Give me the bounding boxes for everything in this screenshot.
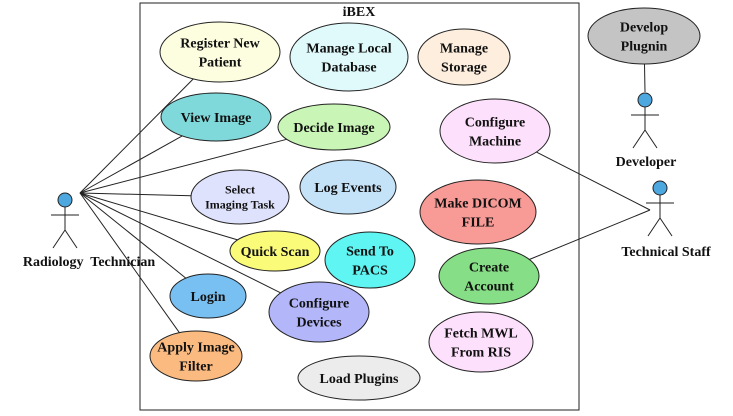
use-case-label: Fetch MWL xyxy=(444,327,517,342)
use-case-ellipse xyxy=(297,355,421,401)
association-radiology-technician-apply-image-filter xyxy=(79,192,180,333)
association-radiology-technician-register-new-patient xyxy=(79,78,194,194)
system-title: iBEX xyxy=(343,5,376,20)
use-case-label: Imaging Task xyxy=(205,198,275,212)
actor-label: Radiology Technician xyxy=(23,255,155,270)
use-case-label: Login xyxy=(190,290,225,305)
use-case-label: Select xyxy=(225,183,255,197)
use-case-log-events[interactable]: Log Events xyxy=(299,159,397,215)
use-case-ellipse xyxy=(149,330,243,382)
use-case-label: Configure xyxy=(289,297,349,312)
use-case-ellipse xyxy=(417,28,511,86)
use-case-label: Apply Image xyxy=(157,341,234,356)
use-case-label: Machine xyxy=(469,135,521,150)
use-case-label: Register New xyxy=(180,37,260,52)
actor-head-icon xyxy=(652,180,668,196)
use-case-ellipse xyxy=(159,21,281,83)
stick-figure-icon xyxy=(51,207,79,249)
association-technical-staff-create-account xyxy=(529,209,651,260)
use-case-label: Storage xyxy=(441,61,487,76)
use-case-ellipse xyxy=(299,159,397,215)
use-case-ellipse xyxy=(324,231,416,289)
use-case-label: Make DICOM xyxy=(434,197,522,212)
use-case-send-to-pacs[interactable]: Send To PACS xyxy=(324,231,416,289)
actors: Radiology Technician Technical Staff Devel… xyxy=(23,92,711,270)
use-case-make-dicom-file[interactable]: Make DICOM FILE xyxy=(419,179,537,245)
actor-technical-staff[interactable]: Technical Staff xyxy=(621,180,711,260)
use-case-ellipse xyxy=(277,103,391,151)
use-case-label: Develop xyxy=(620,21,668,36)
use-case-decide-image[interactable]: Decide Image xyxy=(277,103,391,151)
use-case-label: Create xyxy=(469,261,509,276)
use-case-quick-scan[interactable]: Quick Scan xyxy=(229,230,321,272)
association-radiology-technician-view-image xyxy=(79,135,183,194)
use-case-label: Patient xyxy=(199,56,242,71)
use-case-label: View Image xyxy=(181,111,252,126)
use-case-ellipse xyxy=(419,179,537,245)
association-radiology-technician-select-imaging-task xyxy=(79,192,192,197)
actor-developer[interactable]: Developer xyxy=(616,92,677,170)
use-case-label: Load Plugins xyxy=(320,372,400,387)
use-case-login[interactable]: Login xyxy=(169,273,247,319)
use-case-ellipse xyxy=(169,273,247,319)
use-case-label: Database xyxy=(321,61,376,76)
use-case-ellipse xyxy=(229,230,321,272)
actor-radiology-technician[interactable]: Radiology Technician xyxy=(23,192,155,270)
use-case-ellipse xyxy=(438,247,540,305)
use-case-label: Account xyxy=(464,280,514,295)
actor-label: Technical Staff xyxy=(621,245,711,260)
use-case-view-image[interactable]: View Image xyxy=(160,92,272,142)
use-case-label: From RIS xyxy=(451,346,511,361)
use-case-ellipse xyxy=(289,22,409,92)
use-case-label: PACS xyxy=(352,264,388,279)
stick-figure-icon xyxy=(646,195,674,237)
stick-figure-icon xyxy=(631,107,659,149)
use-case-ellipse xyxy=(439,98,551,164)
association-radiology-technician-decide-image xyxy=(79,138,287,194)
association-developer-develop-plugnin xyxy=(644,63,646,93)
use-case-ellipse xyxy=(268,281,370,343)
actor-label: Developer xyxy=(616,155,677,170)
use-case-label: Devices xyxy=(296,316,342,331)
association-radiology-technician-quick-scan xyxy=(79,192,238,241)
use-case-label: Plugnin xyxy=(621,40,668,55)
use-case-label: Manage xyxy=(440,42,488,57)
use-case-ellipse xyxy=(428,311,534,373)
use-case-label: Filter xyxy=(179,360,212,375)
actor-head-icon xyxy=(57,192,73,208)
association-lines xyxy=(79,63,651,333)
use-case-label: Quick Scan xyxy=(241,245,310,260)
use-case-label: Log Events xyxy=(314,181,382,196)
use-case-fetch-mwl-from-ris[interactable]: Fetch MWL From RIS xyxy=(428,311,534,373)
use-case-ellipse xyxy=(190,169,290,225)
actor-head-icon xyxy=(637,92,653,108)
use-case-label: Manage Local xyxy=(306,42,391,57)
use-case-label: Configure xyxy=(465,116,525,131)
use-case-label: Send To xyxy=(346,245,394,260)
use-case-ellipse xyxy=(160,92,272,142)
association-radiology-technician-configure-devices xyxy=(79,192,281,294)
use-case-label: FILE xyxy=(462,216,495,231)
use-case-label: Decide Image xyxy=(293,121,374,136)
association-technical-staff-configure-machine xyxy=(536,151,651,211)
use-case-load-plugins[interactable]: Load Plugins xyxy=(297,355,421,401)
use-case-ellipse xyxy=(587,7,701,65)
association-radiology-technician-login xyxy=(79,192,187,279)
